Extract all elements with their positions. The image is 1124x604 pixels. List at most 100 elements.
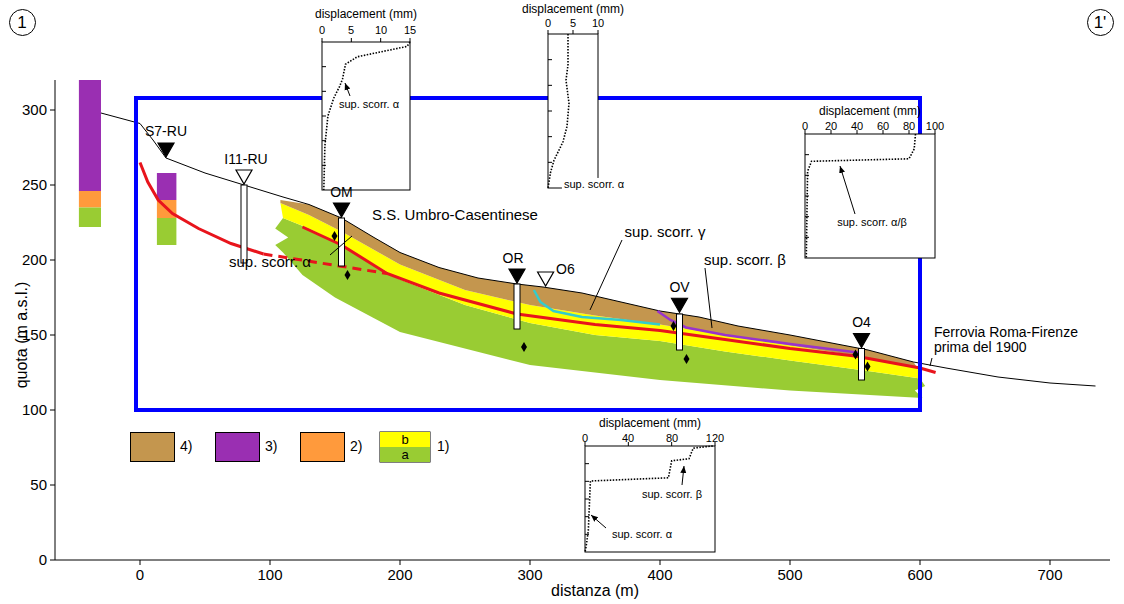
inset-title: displacement (mm)	[599, 417, 701, 430]
inset-tick	[585, 534, 589, 535]
y-tick	[50, 260, 55, 261]
displacement-profile	[585, 446, 713, 552]
inset-tick-label: 15	[404, 24, 416, 36]
leader-arrow	[591, 515, 606, 528]
leader-arrow	[682, 466, 684, 485]
inset-tick	[380, 38, 381, 42]
inset-tick	[351, 38, 352, 42]
inset-tick	[322, 38, 323, 42]
y-tick	[50, 185, 55, 186]
x-tick	[1050, 560, 1051, 565]
inset-tick	[598, 30, 599, 34]
inset-title: displacement (mm)	[315, 8, 417, 21]
inset-tick-label: 0	[319, 24, 325, 36]
leader-line	[590, 240, 622, 310]
displacement-profile	[324, 42, 410, 190]
x-tick	[400, 560, 401, 565]
tick-label: 500	[777, 567, 802, 584]
slip-surface-beta	[657, 311, 861, 353]
inset-tick-label: 80	[666, 432, 678, 444]
leader-line	[930, 358, 932, 366]
inset-tick	[548, 136, 552, 137]
marker-text: 1'	[1094, 14, 1107, 31]
x-tick	[530, 560, 531, 565]
leader-line	[705, 268, 712, 328]
inset-tick-label: 120	[706, 432, 724, 444]
inset-tick-label: 0	[545, 17, 551, 29]
x-tick	[140, 560, 141, 565]
s7-purple	[157, 173, 177, 200]
leader-arrow	[345, 83, 350, 96]
inset-tick-label: 10	[592, 17, 604, 29]
borehole-symbol	[538, 272, 554, 286]
slip-surface-label: sup. scorr. γ	[625, 224, 706, 241]
inclinometer-marker	[684, 354, 690, 364]
tick-label: 250	[22, 177, 47, 194]
leader-line	[330, 236, 352, 255]
column-orange	[79, 191, 101, 208]
inset-tick	[585, 481, 589, 482]
x-tick	[790, 560, 791, 565]
legend-number: 1)	[437, 439, 449, 454]
tick-label: 400	[647, 567, 672, 584]
legend-swatch	[130, 432, 175, 462]
legend-swatch: a	[380, 447, 430, 462]
road-label: S.S. Umbro-Casentinese	[372, 207, 538, 224]
tick-label: 300	[22, 102, 47, 119]
inset-tick	[322, 66, 326, 67]
inset-tick	[410, 38, 411, 42]
x-tick	[920, 560, 921, 565]
inset-label: sup. scorr. β	[642, 488, 702, 500]
borehole-label: O6	[556, 262, 575, 277]
tick-label: 700	[1037, 567, 1062, 584]
legend-text: a	[401, 448, 408, 461]
inset-tick	[585, 499, 589, 500]
inset-tick	[805, 154, 809, 155]
inclinometer-marker	[332, 231, 338, 241]
tick-label: 50	[30, 477, 47, 494]
borehole-label: I11-RU	[224, 152, 267, 167]
inclinometer-marker	[865, 362, 871, 372]
y-tick	[50, 485, 55, 486]
tick-label: 100	[22, 402, 47, 419]
column-purple	[79, 80, 101, 191]
y-tick	[50, 110, 55, 111]
inset-tick	[805, 237, 809, 238]
inset-tick-label: 0	[802, 120, 808, 132]
highlight-frame	[136, 98, 920, 410]
inset-tick	[548, 30, 549, 34]
inset-tick-label: 60	[877, 120, 889, 132]
borehole-label: OR	[503, 251, 524, 266]
inset-box	[805, 134, 935, 258]
tick-label: 0	[39, 552, 47, 569]
inset-tick	[548, 111, 552, 112]
tick-label: 0	[136, 567, 144, 584]
tick-label: 600	[907, 567, 932, 584]
inclinometer-marker	[521, 342, 527, 352]
borehole-symbol	[854, 334, 870, 348]
borehole-tube	[339, 218, 345, 266]
borehole-label: O4	[852, 315, 871, 330]
slip-surface-label: sup. scorr. α	[229, 254, 311, 271]
inset-tick	[548, 162, 552, 163]
inset-tick-label: 5	[570, 17, 576, 29]
legend-text: 3)	[265, 439, 277, 454]
inset-tick-label: 100	[926, 120, 944, 132]
railway-label: Ferrovia Roma-Firenze prima del 1900	[934, 325, 1084, 356]
slip-surface-label: sup. scorr. β	[704, 252, 786, 269]
tick-label: 200	[387, 567, 412, 584]
section-marker: 1	[9, 9, 36, 36]
column-green	[79, 208, 101, 228]
axis-title: distanza (m)	[551, 582, 639, 600]
inset-box	[322, 42, 410, 190]
x-tick	[270, 560, 271, 565]
y-tick	[50, 560, 55, 561]
inclinometer-marker	[345, 270, 351, 280]
x-axis	[55, 560, 1110, 561]
section-marker: 1'	[1087, 9, 1114, 36]
y-tick	[50, 410, 55, 411]
inclinometer-marker	[853, 350, 859, 360]
inset-label: sup. scorr. α/β	[837, 216, 907, 228]
borehole-symbol	[672, 298, 688, 312]
legend-text: b	[401, 433, 408, 446]
